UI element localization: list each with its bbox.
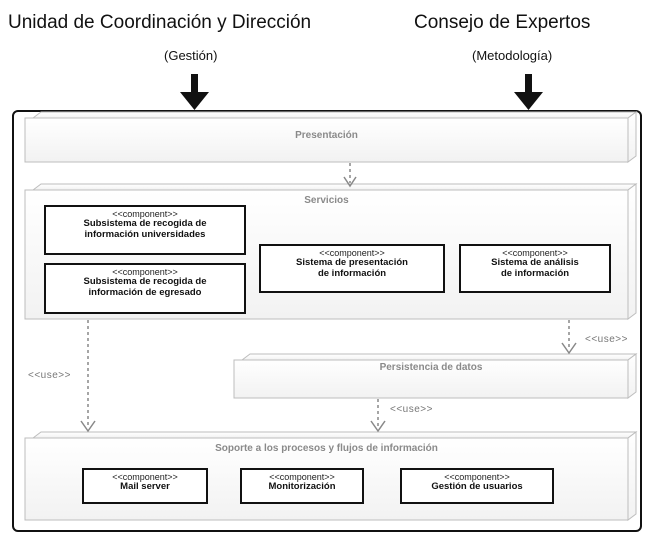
node-persistencia [233, 353, 638, 399]
component-stereotype: <<component>> [444, 472, 510, 482]
component-gestion-usuarios: <<component>> Gestión de usuarios [400, 468, 554, 504]
component-name: Mail server [120, 481, 170, 493]
right-title: Consejo de Expertos [414, 12, 591, 33]
dep-presentacion-servicios [343, 163, 357, 188]
layer-label-servicios: Servicios [304, 195, 349, 206]
layer-label-persistencia: Persistencia de datos [379, 362, 483, 373]
component-stereotype: <<component>> [112, 209, 178, 219]
component-name-line2: información de egresado [88, 287, 202, 299]
component-sistema-analisis: <<component>> Sistema de análisis de inf… [459, 244, 611, 293]
component-mail-server: <<component>> Mail server [82, 468, 208, 504]
component-name: Gestión de usuarios [431, 481, 523, 493]
right-subtitle: (Metodología) [472, 48, 553, 63]
system-frame [12, 110, 642, 532]
component-name-line1: Subsistema de recogida de [83, 276, 207, 288]
use-label-servicios-soporte: <<use>> [28, 370, 71, 381]
component-stereotype: <<component>> [112, 472, 178, 482]
left-subtitle: (Gestión) [164, 48, 218, 63]
component-name: Monitorización [268, 481, 336, 493]
arrow-left-down [180, 74, 209, 110]
dep-persistencia-soporte [370, 399, 386, 433]
component-stereotype: <<component>> [269, 472, 335, 482]
use-label-servicios-persistencia: <<use>> [585, 334, 628, 345]
component-name-line2: de información [317, 268, 387, 280]
component-subsistema-egresado: <<component>> Subsistema de recogida de … [44, 263, 246, 314]
arrow-right-down [514, 74, 543, 110]
use-label-persistencia-soporte: <<use>> [390, 404, 433, 415]
layer-label-presentacion: Presentación [295, 130, 358, 141]
component-subsistema-universidades: <<component>> Subsistema de recogida de … [44, 205, 246, 255]
left-title: Unidad de Coordinación y Dirección [8, 12, 312, 33]
component-name-line2: de información [500, 268, 570, 280]
component-monitorizacion: <<component>> Monitorización [240, 468, 364, 504]
dep-servicios-soporte [80, 320, 96, 433]
component-stereotype: <<component>> [112, 267, 178, 277]
layer-label-soporte: Soporte a los procesos y flujos de infor… [215, 443, 438, 454]
component-name-line1: Subsistema de recogida de [83, 218, 207, 230]
component-name-line2: información universidades [84, 229, 206, 241]
component-sistema-presentacion: <<component>> Sistema de presentación de… [259, 244, 445, 293]
dep-servicios-persistencia [561, 320, 577, 355]
component-stereotype: <<component>> [319, 248, 385, 258]
component-name-line1: Sistema de presentación [296, 257, 408, 269]
component-name-line1: Sistema de análisis [491, 257, 579, 269]
node-presentacion [24, 111, 638, 163]
component-stereotype: <<component>> [502, 248, 568, 258]
